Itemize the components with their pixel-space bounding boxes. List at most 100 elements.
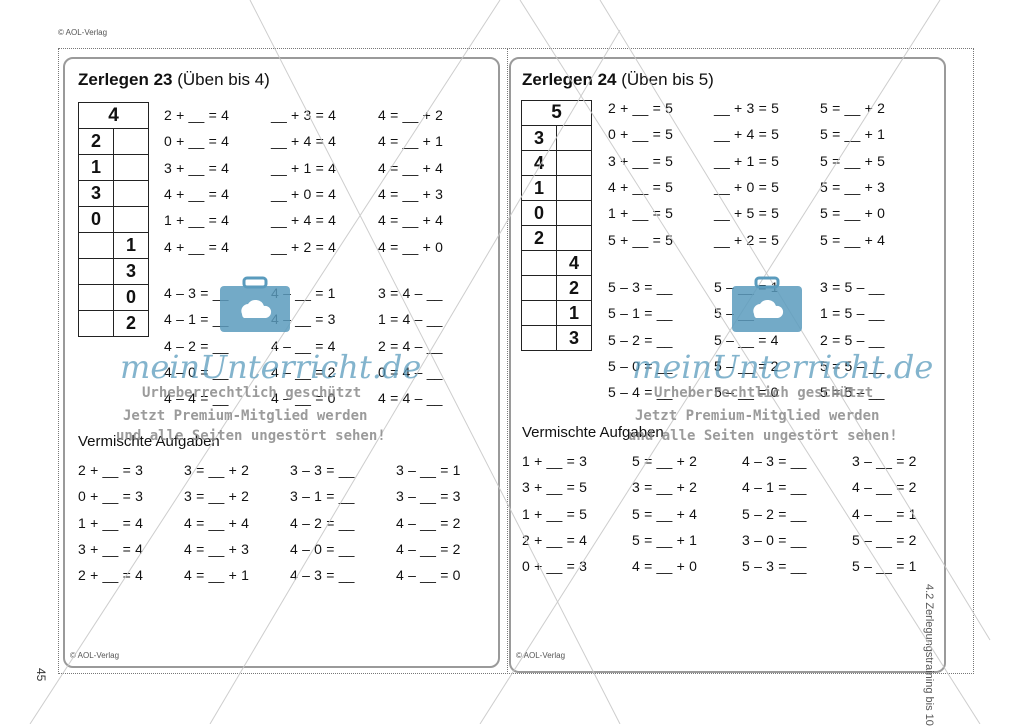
table-cell xyxy=(521,325,557,351)
table-cell xyxy=(78,232,114,259)
subtraction-equation: 4 – 2 = __ xyxy=(164,337,229,354)
equation: __ + 0 = 5 xyxy=(714,178,780,195)
subtraction-equation: 5 – 1 = __ xyxy=(608,305,673,322)
watermark-line3: und alle Seiten ungestört sehen! xyxy=(116,428,386,444)
watermark-brand: meinUnterricht.de xyxy=(632,348,934,386)
mixed-equation: 3 = __ + 2 xyxy=(184,488,250,505)
subtraction-equation: 4 – 4 = __ xyxy=(164,390,229,407)
equation: 4 = __ + 1 xyxy=(378,133,444,150)
mixed-equation: 4 – __ = 1 xyxy=(852,505,917,522)
subtraction-equation: 4 – __ = 0 xyxy=(271,390,336,407)
subtraction-equation: 5 – __ = 0 xyxy=(714,384,779,401)
equation: __ + 4 = 5 xyxy=(714,126,780,143)
equation: __ + 0 = 4 xyxy=(271,185,337,202)
mixed-equation: 3 – 3 = __ xyxy=(290,462,355,478)
table-total: 5 xyxy=(521,100,592,126)
worksheet-title-24: Zerlegen 24 (Üben bis 5) xyxy=(522,70,714,90)
equation: 1 + __ = 5 xyxy=(608,205,674,222)
table-cell: 2 xyxy=(113,310,149,337)
mixed-equation: 1 + __ = 4 xyxy=(78,514,144,531)
table-cell: 3 xyxy=(78,180,114,207)
title-bold: Zerlegen 24 xyxy=(522,70,617,89)
page-divider xyxy=(507,48,508,672)
subtraction-equation: 1 = 4 – __ xyxy=(378,311,443,328)
equation: __ + 2 = 4 xyxy=(271,238,337,255)
mixed-equation: 3 – __ = 2 xyxy=(852,453,917,469)
table-cell xyxy=(521,300,557,326)
mixed-equation: 3 – 1 = __ xyxy=(290,488,355,505)
mixed-equation: 1 + __ = 3 xyxy=(522,453,588,469)
equation: 4 = __ + 2 xyxy=(378,107,444,123)
watermark-line3: und alle Seiten ungestört sehen! xyxy=(628,428,898,444)
mixed-equation: 2 + __ = 4 xyxy=(78,567,144,584)
equation: __ + 1 = 5 xyxy=(714,152,780,169)
mixed-equation: 4 – __ = 2 xyxy=(852,479,917,496)
mixed-equation: 2 + __ = 3 xyxy=(78,462,144,478)
equation: 5 = __ + 3 xyxy=(820,178,886,195)
mixed-equation: 5 = __ + 1 xyxy=(632,531,698,548)
mixed-equation: 4 – 2 = __ xyxy=(290,514,355,531)
subtraction-equation: 5 – 3 = __ xyxy=(608,279,673,295)
page-frame xyxy=(58,48,974,674)
mixed-equation: 5 – 3 = __ xyxy=(742,558,807,575)
subtraction-equation: 0 = 4 – __ xyxy=(378,363,443,380)
equation: 2 + __ = 4 xyxy=(164,107,230,123)
mixed-title-23: Vermischte Aufgaben xyxy=(78,433,220,450)
mixed-equation: 3 + __ = 5 xyxy=(522,479,588,496)
watermark-line2: Jetzt Premium-Mitglied werden xyxy=(635,408,880,424)
equation: 2 + __ = 5 xyxy=(608,100,674,116)
mixed-equation: 4 – __ = 0 xyxy=(396,567,461,584)
equation: 3 + __ = 4 xyxy=(164,159,230,176)
mixed-equation: 2 + __ = 4 xyxy=(522,531,588,548)
equation: 5 = __ + 4 xyxy=(820,231,886,248)
mixed-equation: 4 = __ + 3 xyxy=(184,540,250,557)
watermark-line1: Urheberrechtlich geschützt xyxy=(654,385,874,401)
subtraction-equation: 5 = 5 – __ xyxy=(820,357,885,374)
table-cell xyxy=(556,175,592,201)
equation: __ + 4 = 4 xyxy=(271,212,337,229)
subtraction-equation: 4 – __ = 2 xyxy=(271,363,336,380)
mixed-equation: 5 – __ = 2 xyxy=(852,531,917,548)
table-cell xyxy=(113,128,149,155)
equation: __ + 5 = 5 xyxy=(714,205,780,222)
subtraction-equation: 4 – 1 = __ xyxy=(164,311,229,328)
title-rest: (Üben bis 4) xyxy=(172,70,270,89)
watermark-brand: meinUnterricht.de xyxy=(120,348,422,386)
subtraction-equation: 5 – 0 = __ xyxy=(608,357,673,374)
mixed-equation: 3 = __ + 2 xyxy=(184,462,250,478)
table-cell xyxy=(556,150,592,176)
table-cell xyxy=(521,250,557,276)
mixed-equation: 0 + __ = 3 xyxy=(78,488,144,505)
mixed-equation: 4 – 0 = __ xyxy=(290,540,355,557)
mixed-equation: 4 = __ + 4 xyxy=(184,514,250,531)
mixed-equation: 4 = __ + 0 xyxy=(632,558,698,575)
subtraction-equation: 4 – 3 = __ xyxy=(164,285,229,301)
table-cell: 1 xyxy=(78,154,114,181)
title-rest: (Üben bis 5) xyxy=(616,70,714,89)
mixed-equation: 0 + __ = 3 xyxy=(522,558,588,575)
equation: 5 = __ + 5 xyxy=(820,152,886,169)
subtraction-equation: 4 – __ = 4 xyxy=(271,337,336,354)
equation: 5 = __ + 1 xyxy=(820,126,886,143)
table-total: 4 xyxy=(78,102,149,129)
briefcase-icon xyxy=(732,276,802,332)
table-cell: 3 xyxy=(556,325,592,351)
equation: 0 + __ = 5 xyxy=(608,126,674,143)
watermark-line1: Urheberrechtlich geschützt xyxy=(142,385,362,401)
subtraction-equation: 5 – __ = 4 xyxy=(714,331,779,348)
table-cell: 0 xyxy=(78,206,114,233)
subtraction-equation: 5 – 4 = __ xyxy=(608,384,673,401)
mixed-equation: 4 = __ + 1 xyxy=(184,567,250,584)
mixed-equation: 4 – 3 = __ xyxy=(290,567,355,584)
subtraction-equation: 5 – 2 = __ xyxy=(608,331,673,348)
mixed-equation: 4 – __ = 2 xyxy=(396,540,461,557)
equation: __ + 3 = 5 xyxy=(714,100,780,116)
equation: 1 + __ = 4 xyxy=(164,212,230,229)
subtraction-equation: 1 = 5 – __ xyxy=(820,305,885,322)
mixed-equation: 3 = __ + 2 xyxy=(632,479,698,496)
mixed-equation: 4 – 1 = __ xyxy=(742,479,807,496)
title-bold: Zerlegen 23 xyxy=(78,70,173,89)
